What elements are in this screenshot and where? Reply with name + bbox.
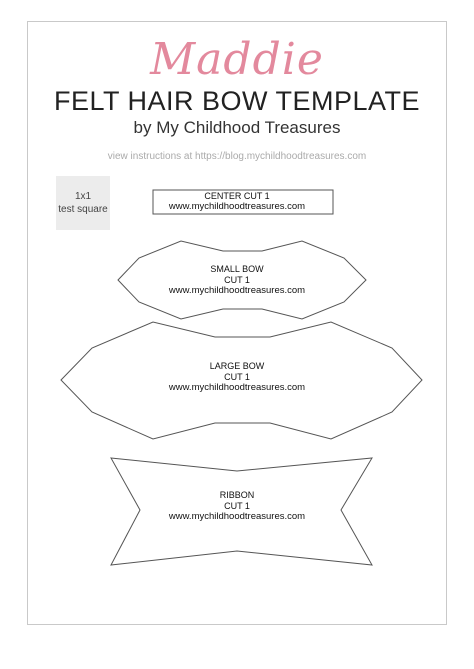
small-bow-outline (117, 240, 367, 320)
template-page (27, 21, 447, 625)
ribbon-label: RIBBON (219, 490, 255, 500)
page-subtitle: by My Childhood Treasures (133, 118, 341, 137)
test-square-label: test square (58, 204, 108, 215)
center-piece-label: CENTER CUT 1 (204, 191, 270, 201)
center-piece-outline (152, 189, 334, 215)
large-bow-url: www.mychildhoodtreasures.com (168, 382, 306, 393)
test-square-size: 1x1 (74, 191, 92, 202)
small-bow-cut: CUT 1 (224, 275, 250, 285)
page-title: FELT HAIR BOW TEMPLATE (53, 86, 421, 116)
center-piece-url: www.mychildhoodtreasures.com (168, 201, 306, 212)
ribbon-outline (110, 457, 373, 566)
large-bow-cut: CUT 1 (224, 372, 250, 382)
test-square: 1x1 test square (56, 176, 110, 230)
large-bow-outline (60, 321, 423, 440)
ribbon-cut: CUT 1 (224, 501, 250, 511)
script-title: Maddie (150, 34, 324, 85)
large-bow-label: LARGE BOW (209, 361, 265, 371)
small-bow-url: www.mychildhoodtreasures.com (168, 285, 306, 296)
instructions-link[interactable]: view instructions at https://blog.mychil… (107, 151, 367, 162)
small-bow-label: SMALL BOW (210, 264, 264, 274)
ribbon-url: www.mychildhoodtreasures.com (168, 511, 306, 522)
